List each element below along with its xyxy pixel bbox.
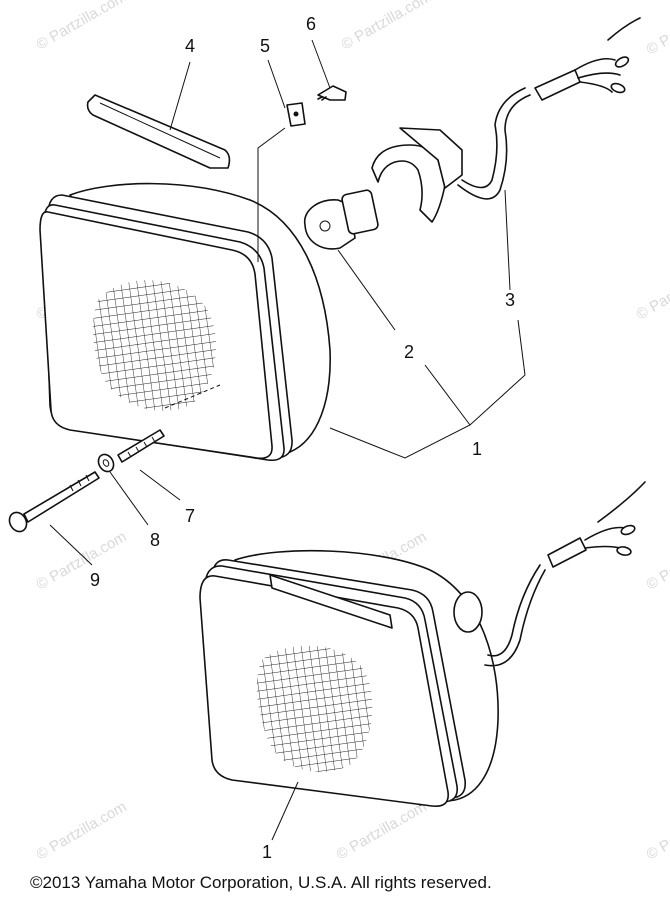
watermark: © Par — [644, 559, 670, 593]
watermark: © Partzilla.com — [34, 798, 130, 863]
callout-7: 7 — [185, 506, 195, 526]
part-4-visor — [86, 94, 231, 169]
part-3-socket — [371, 17, 641, 223]
watermark: © Partzilla.com — [34, 528, 130, 593]
part-2-bulb — [304, 189, 379, 250]
part-6-screw — [317, 85, 347, 101]
callout-8: 8 — [150, 530, 160, 550]
watermark: © Par — [634, 289, 670, 323]
part-8-washer — [97, 453, 115, 473]
upper-headlight — [39, 182, 331, 462]
callouts: 4 5 6 2 3 1 7 8 9 1 — [90, 14, 515, 862]
callout-4: 4 — [185, 36, 195, 56]
part-5-clip — [257, 102, 306, 262]
callout-5: 5 — [260, 36, 270, 56]
lower-headlight — [199, 481, 646, 841]
watermark: © Par — [644, 829, 670, 863]
callout-1-upper: 1 — [472, 439, 482, 459]
callout-9: 9 — [90, 570, 100, 590]
part-7-screw — [117, 429, 165, 463]
watermark: © Partzilla.com — [339, 0, 435, 53]
callout-2: 2 — [404, 342, 414, 362]
watermark: © Par — [644, 24, 670, 58]
callout-1-lower: 1 — [262, 842, 272, 862]
callout-3: 3 — [505, 290, 515, 310]
watermark: © Partzilla.com — [334, 798, 430, 863]
part-9-bolt — [8, 471, 100, 533]
copyright-notice: ©2013 Yamaha Motor Corporation, U.S.A. A… — [30, 873, 492, 892]
callout-6: 6 — [306, 14, 316, 34]
watermark: © Partzilla.com — [34, 0, 130, 53]
leader-lines — [49, 39, 526, 566]
